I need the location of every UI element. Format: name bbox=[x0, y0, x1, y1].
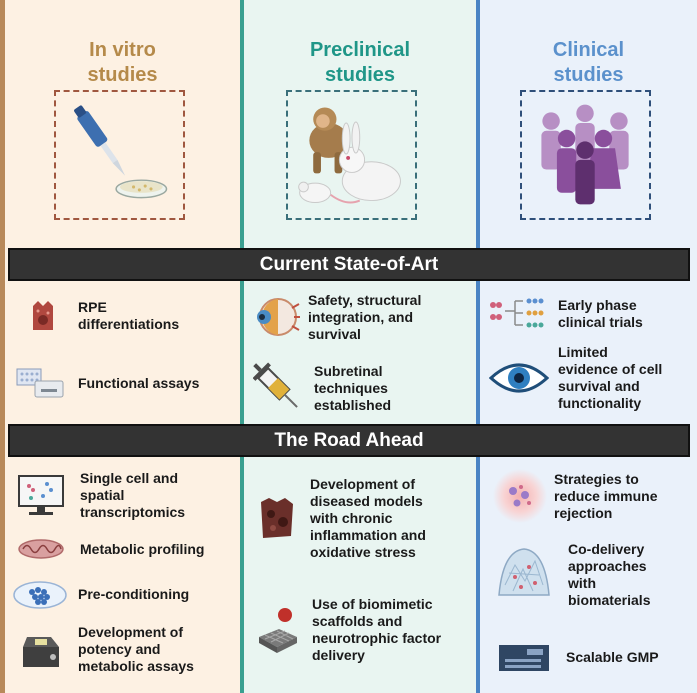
item-text-line: diseased models bbox=[310, 493, 423, 509]
mitochondria-icon bbox=[16, 537, 66, 561]
item-biomimetic-scaffolds: Use of biomimetic scaffolds and neurotro… bbox=[254, 596, 441, 664]
column-preclinical bbox=[240, 0, 476, 693]
item-text-line: Pre-conditioning bbox=[78, 585, 190, 602]
plate-reader-icon bbox=[14, 366, 66, 400]
item-subretinal-techniques: Subretinal techniques established bbox=[252, 360, 391, 416]
item-immune-rejection: Strategies to reduce immune rejection bbox=[490, 468, 657, 524]
item-diseased-models: Development of diseased models with chro… bbox=[254, 476, 426, 561]
item-text-line: clinical trials bbox=[558, 314, 643, 330]
item-text-line: inflammation and bbox=[310, 527, 426, 543]
item-rpe-differentiations: RPE differentiations bbox=[22, 297, 179, 335]
item-text-line: techniques bbox=[314, 379, 388, 396]
title-line: In vitro bbox=[89, 39, 156, 61]
item-text-line: survival and bbox=[558, 378, 640, 394]
item-text-line: Metabolic profiling bbox=[80, 540, 205, 557]
item-text-line: metabolic assays bbox=[78, 658, 194, 674]
scaffold-icon bbox=[254, 604, 300, 656]
petri-dish-icon bbox=[12, 577, 68, 611]
item-potency-assays: Development of potency and metabolic ass… bbox=[18, 624, 194, 675]
item-text-line: scaffolds and bbox=[312, 613, 403, 629]
banner-current-state: Current State-of-Art bbox=[8, 248, 690, 281]
analyzer-icon bbox=[18, 628, 64, 672]
item-text-line: Functional assays bbox=[78, 374, 200, 391]
column-title-preclinical: Preclinical studies bbox=[244, 38, 476, 88]
title-line: Preclinical bbox=[309, 39, 411, 61]
monitor-icon bbox=[16, 473, 66, 519]
column-in-vitro bbox=[0, 0, 240, 693]
item-co-delivery: Co-delivery approaches with biomaterials bbox=[494, 541, 650, 609]
item-scalable-gmp: Scalable GMP bbox=[496, 640, 659, 674]
title-line: studies bbox=[324, 64, 396, 86]
item-pre-conditioning: Pre-conditioning bbox=[12, 577, 189, 611]
item-text-line: functionality bbox=[558, 395, 642, 411]
item-text-line: established bbox=[314, 396, 392, 413]
rpe-cell-icon bbox=[22, 297, 64, 335]
item-text-line: Safety, structural bbox=[308, 291, 422, 308]
item-safety-integration: Safety, structural integration, and surv… bbox=[250, 291, 421, 343]
item-text-line: differentiations bbox=[78, 316, 180, 332]
item-text-line: delivery bbox=[312, 647, 365, 663]
item-text-line: Scalable GMP bbox=[566, 648, 659, 665]
item-text-line: Development of bbox=[310, 476, 416, 492]
item-text-line: approaches bbox=[568, 558, 647, 574]
eyeball-icon bbox=[250, 291, 302, 343]
biomaterial-dome-icon bbox=[494, 544, 554, 606]
item-text-line: Development of bbox=[78, 624, 184, 640]
item-text-line: Subretinal bbox=[314, 362, 383, 379]
item-single-cell-transcriptomics: Single cell and spatial transcriptomics bbox=[16, 470, 185, 521]
factory-icon bbox=[496, 640, 552, 674]
item-text-line: Co-delivery bbox=[568, 541, 645, 557]
item-text-line: survival bbox=[308, 325, 361, 342]
title-line: studies bbox=[553, 64, 624, 86]
column-title-in-vitro: In vitro studies bbox=[5, 38, 240, 88]
damaged-tissue-icon bbox=[254, 494, 298, 544]
item-text-line: Strategies to bbox=[554, 470, 639, 487]
item-text-line: transcriptomics bbox=[80, 504, 186, 520]
trial-diagram-icon bbox=[486, 294, 552, 334]
item-text-line: reduce immune bbox=[554, 487, 658, 504]
item-text-line: integration, and bbox=[308, 308, 413, 325]
item-text-line: neurotrophic factor bbox=[312, 630, 442, 646]
item-metabolic-profiling: Metabolic profiling bbox=[16, 537, 204, 561]
pipette-illustration bbox=[54, 90, 185, 220]
item-text-line: spatial bbox=[80, 487, 125, 503]
item-text-line: RPE bbox=[78, 299, 107, 315]
patients-group-icon bbox=[541, 104, 629, 205]
item-text-line: with bbox=[568, 575, 596, 591]
item-text-line: Single cell and bbox=[80, 470, 179, 486]
people-illustration bbox=[520, 90, 651, 220]
item-text-line: potency and bbox=[78, 641, 161, 657]
animals-illustration bbox=[286, 90, 417, 220]
item-text-line: Limited bbox=[558, 344, 608, 360]
item-limited-evidence: Limited evidence of cell survival and fu… bbox=[488, 344, 662, 412]
pipette-icon bbox=[74, 105, 168, 199]
item-text-line: evidence of cell bbox=[558, 361, 663, 377]
eye-icon bbox=[488, 347, 550, 409]
item-text-line: rejection bbox=[554, 504, 613, 521]
column-title-clinical: Clinical studies bbox=[480, 38, 697, 88]
item-text-line: with chronic bbox=[310, 510, 393, 526]
banner-road-ahead: The Road Ahead bbox=[8, 424, 690, 457]
item-text-line: Use of biomimetic bbox=[312, 596, 433, 612]
title-line: studies bbox=[87, 64, 158, 86]
item-text-line: oxidative stress bbox=[310, 544, 416, 560]
title-line: Clinical bbox=[552, 39, 625, 61]
item-text-line: Early phase bbox=[558, 297, 637, 313]
item-text-line: biomaterials bbox=[568, 592, 651, 608]
syringe-icon bbox=[252, 360, 304, 416]
item-functional-assays: Functional assays bbox=[14, 366, 199, 400]
immune-cells-icon bbox=[490, 468, 550, 524]
item-early-phase-trials: Early phase clinical trials bbox=[486, 294, 643, 334]
monkey-rabbit-mouse-icon bbox=[298, 107, 401, 204]
